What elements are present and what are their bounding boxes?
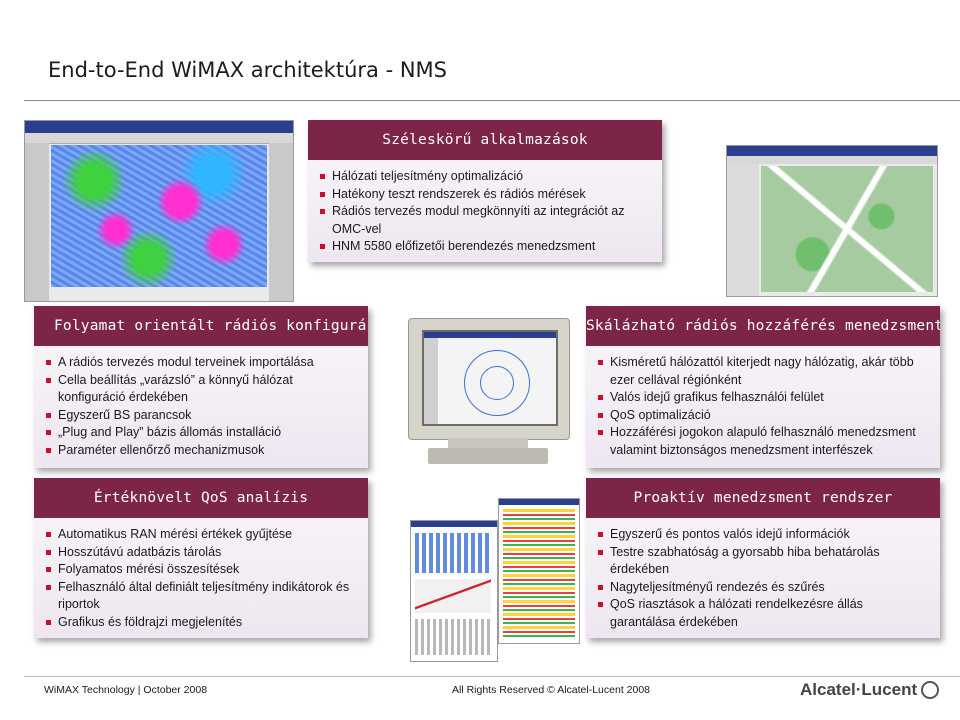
proactive-panel-title: Proaktív menedzsment rendszer [586, 478, 940, 518]
list-item: Hatékony teszt rendszerek és rádiós méré… [318, 186, 652, 204]
crt-monitor-nms [408, 318, 570, 468]
list-item: Hozzáférési jogokon alapuló felhasználó … [596, 424, 930, 459]
list-item: HNM 5580 előfizetői berendezés menedzsme… [318, 238, 652, 256]
list-item: Cella beállítás „varázsló” a könnyű háló… [44, 372, 358, 407]
list-item: Nagyteljesítményű rendezés és szűrés [596, 579, 930, 597]
footer-copyright: All Rights Reserved © Alcatel-Lucent 200… [452, 684, 651, 696]
access-panel-title: Skálázható rádiós hozzáférés menedzsment [586, 306, 940, 346]
list-item: Felhasználó által definiált teljesítmény… [44, 579, 358, 614]
alcatel-lucent-logo: Alcatel·Lucent [800, 680, 940, 700]
list-item: Egyszerű és pontos valós idejű informáci… [596, 526, 930, 544]
title-divider [24, 100, 960, 101]
applications-list: Hálózati teljesítmény optimalizáció Haté… [318, 168, 652, 256]
logo-text: Alcatel·Lucent [800, 680, 918, 699]
config-list: A rádiós tervezés modul terveinek import… [44, 354, 358, 459]
list-item: Valós idejű grafikus felhasználói felüle… [596, 389, 930, 407]
list-item: „Plug and Play” bázis állomás installáci… [44, 424, 358, 442]
coverage-heatmap-screenshot [24, 120, 294, 302]
list-item: Paraméter ellenőrző mechanizmusok [44, 442, 358, 460]
qos-panel-title: Értéknövelt QoS analízis [34, 478, 368, 518]
list-item: Testre szabhatóság a gyorsabb hiba behat… [596, 544, 930, 579]
list-item: Kisméretű hálózattól kiterjedt nagy háló… [596, 354, 930, 389]
list-item: Egyszerű BS parancsok [44, 407, 358, 425]
access-list: Kisméretű hálózattól kiterjedt nagy háló… [596, 354, 930, 459]
list-item: Folyamatos mérési összesítések [44, 561, 358, 579]
access-panel: Skálázható rádiós hozzáférés menedzsment… [586, 306, 940, 468]
alarm-list-screenshot [498, 498, 580, 644]
logo-mark-icon [921, 681, 940, 699]
proactive-panel: Proaktív menedzsment rendszer Egyszerű é… [586, 478, 940, 638]
list-item: Hálózati teljesítmény optimalizáció [318, 168, 652, 186]
qos-list: Automatikus RAN mérési értékek gyűjtése … [44, 526, 358, 631]
qos-report-screenshot [410, 520, 498, 662]
list-item: QoS optimalizáció [596, 407, 930, 425]
footer-divider [24, 676, 960, 677]
applications-panel-title: Széleskörű alkalmazások [308, 120, 662, 160]
city-map-screenshot [726, 145, 938, 297]
footer-left-text: WiMAX Technology | October 2008 [44, 684, 208, 696]
proactive-list: Egyszerű és pontos valós idejű informáci… [596, 526, 930, 631]
list-item: QoS riasztások a hálózati rendelkezésre … [596, 596, 930, 631]
list-item: Automatikus RAN mérési értékek gyűjtése [44, 526, 358, 544]
list-item: A rádiós tervezés modul terveinek import… [44, 354, 358, 372]
page-title: End-to-End WiMAX architektúra - NMS [48, 58, 447, 82]
list-item: Hosszútávú adatbázis tárolás [44, 544, 358, 562]
config-panel-title: Folyamat orientált rádiós konfiguráció [34, 306, 368, 346]
qos-panel: Értéknövelt QoS analízis Automatikus RAN… [34, 478, 368, 638]
list-item: Grafikus és földrajzi megjelenítés [44, 614, 358, 632]
applications-panel: Széleskörű alkalmazások Hálózati teljesí… [308, 120, 662, 262]
config-panel: Folyamat orientált rádiós konfiguráció A… [34, 306, 368, 468]
list-item: Rádiós tervezés modul megkönnyíti az int… [318, 203, 652, 238]
